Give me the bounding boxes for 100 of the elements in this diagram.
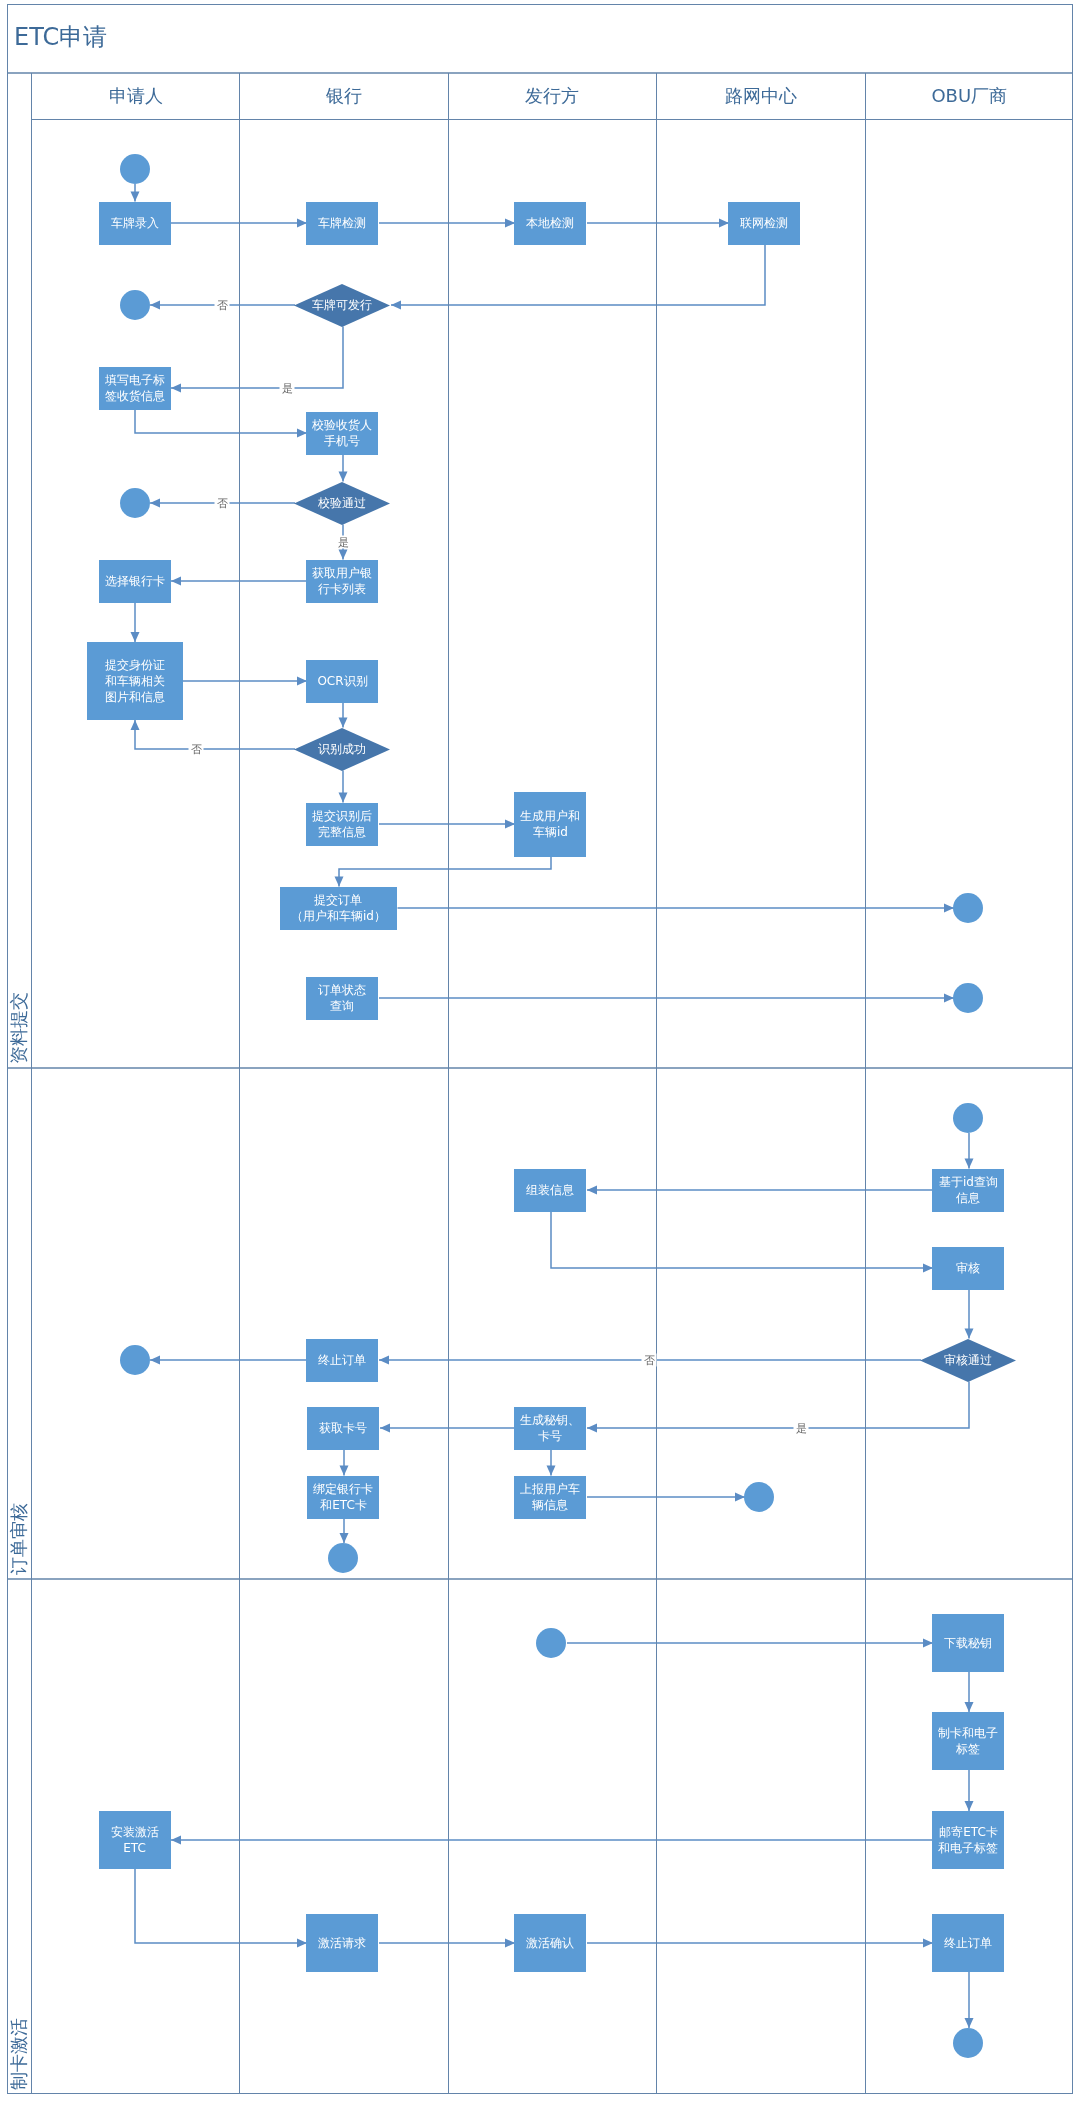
arrow (964, 1671, 974, 1713)
phase-label: 订单审核 (9, 1503, 29, 1575)
arrow (338, 453, 348, 483)
arrow (130, 719, 296, 750)
arrow (170, 325, 344, 393)
arrow (170, 576, 308, 586)
arrow (130, 183, 140, 203)
process-box: 填写电子标签收货信息 (98, 366, 171, 410)
swimlane (447, 73, 657, 2094)
arrow (182, 676, 308, 686)
process-box: 邮寄ETC卡和电子标签 (932, 1811, 1005, 1869)
arrow (586, 1380, 970, 1433)
process-box: OCR识别 (306, 659, 379, 703)
arrow (964, 1769, 974, 1812)
arrow (546, 1448, 556, 1477)
start-circle (536, 1628, 567, 1658)
arrow (338, 769, 348, 804)
end-circle (953, 893, 984, 923)
arrow (964, 1971, 974, 2029)
process-box: 绑定银行卡和ETC卡 (307, 1475, 380, 1519)
arrow (149, 1355, 308, 1365)
arrow (339, 1517, 349, 1544)
edge-label: 否 (214, 298, 230, 312)
edge-label: 是 (279, 381, 295, 395)
lane-header: 发行方 (448, 73, 657, 120)
end-circle (328, 1543, 359, 1573)
process-box: 获取用户银行卡列表 (306, 559, 379, 603)
end-circle (119, 1345, 150, 1375)
lane-header: 银行 (240, 73, 448, 120)
process-box: 终止订单 (932, 1914, 1005, 1972)
process-box: 下载秘钥 (932, 1614, 1005, 1672)
process-box: 选择银行卡 (98, 559, 171, 603)
process-box: 基于id查询信息 (932, 1168, 1005, 1212)
decision-diamond: 车牌可发行 (294, 283, 391, 327)
process-box: 本地检测 (514, 201, 587, 245)
swimlane (656, 73, 865, 2094)
lane-header: OBU厂商 (865, 73, 1073, 120)
phase-label: 资料提交 (9, 992, 29, 1064)
edge-label: 是 (793, 1421, 809, 1435)
swimlane (31, 73, 240, 2094)
process-box: 提交识别后完整信息 (306, 802, 379, 846)
arrow (130, 601, 140, 643)
swimlane (239, 73, 448, 2094)
process-box: 生成秘钥、卡号 (514, 1406, 587, 1450)
arrow (170, 1835, 934, 1845)
arrow (149, 498, 296, 508)
process-box: 获取卡号 (307, 1406, 380, 1450)
arrow (134, 408, 308, 438)
arrow (378, 819, 516, 829)
phase-label: 制卡激活 (9, 2018, 29, 2090)
end-circle (953, 983, 984, 1013)
arrow (378, 1355, 922, 1365)
edge-label: 否 (214, 496, 230, 510)
arrow (379, 1423, 516, 1433)
process-box: 审核 (932, 1246, 1005, 1290)
edge-label: 是 (335, 535, 351, 549)
process-box: 校验收货人手机号 (306, 411, 379, 455)
process-box: 终止订单 (306, 1338, 379, 1382)
edge-label: 否 (188, 742, 204, 756)
decision-diamond: 校验通过 (294, 481, 391, 525)
arrow (134, 1868, 308, 1948)
arrow (334, 855, 552, 888)
arrow (586, 218, 730, 228)
start-circle (119, 154, 150, 184)
arrow (378, 993, 955, 1003)
arrow (964, 1288, 974, 1340)
process-box: 激活确认 (514, 1914, 587, 1972)
arrow (390, 243, 766, 310)
arrow (566, 1638, 934, 1648)
process-box: 提交身份证和车辆相关图片和信息 (86, 642, 183, 720)
arrow (586, 1492, 746, 1502)
process-box: 安装激活ETC (98, 1811, 171, 1869)
process-box: 车牌检测 (306, 201, 379, 245)
arrow (586, 1938, 934, 1948)
lane-header: 路网中心 (657, 73, 865, 120)
swimlane (864, 73, 1073, 2094)
edge-label: 否 (641, 1353, 657, 1367)
process-box: 车牌录入 (98, 201, 171, 245)
arrow (378, 218, 516, 228)
process-box: 生成用户和车辆id (514, 791, 587, 857)
arrow (378, 1938, 516, 1948)
process-box: 制卡和电子标签 (932, 1712, 1005, 1770)
decision-diamond: 识别成功 (294, 727, 391, 771)
decision-diamond: 审核通过 (920, 1338, 1017, 1382)
process-box: 激活请求 (306, 1914, 379, 1972)
arrow (550, 1210, 934, 1273)
diagram-title: ETC申请 (14, 22, 108, 52)
process-box: 联网检测 (728, 201, 801, 245)
arrow (396, 903, 955, 913)
arrow (338, 701, 348, 729)
process-box: 提交订单（用户和车辆id） (280, 886, 397, 930)
lane-header: 申请人 (32, 73, 240, 120)
end-circle (119, 290, 150, 320)
process-box: 上报用户车辆信息 (514, 1475, 587, 1519)
arrow (964, 1132, 974, 1170)
start-circle (953, 1103, 984, 1133)
arrow (586, 1185, 934, 1195)
process-box: 订单状态查询 (306, 976, 379, 1020)
arrow (149, 300, 296, 310)
end-circle (953, 2028, 984, 2058)
